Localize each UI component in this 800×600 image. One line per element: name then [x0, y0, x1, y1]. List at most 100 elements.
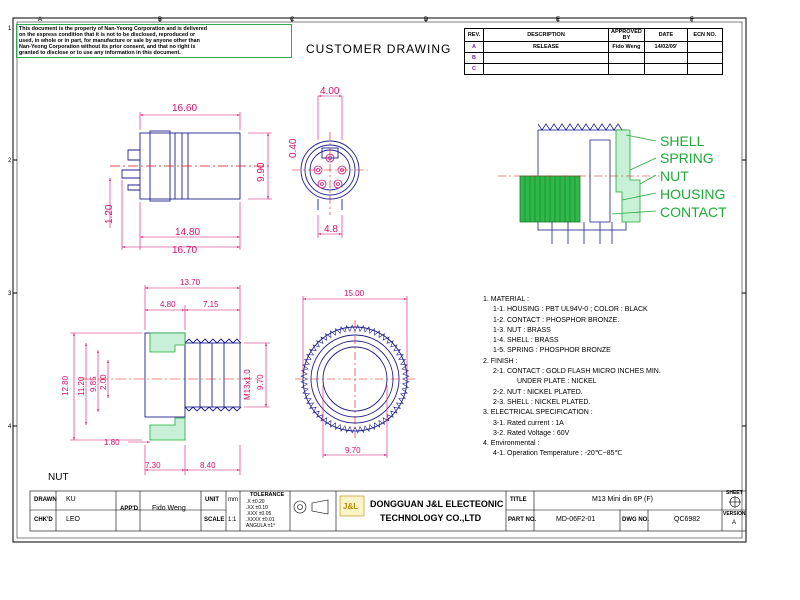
callout-housing: HOUSING [660, 186, 725, 202]
checked-label: CHK'D [34, 517, 53, 523]
company-logo-text: J&L [343, 502, 358, 511]
dim-nut-h1: 12.80 [61, 375, 70, 396]
dim-nut-b: 7.15 [203, 300, 219, 309]
unit-value: mm [228, 497, 238, 503]
approved-value: Fido Weng [152, 505, 186, 512]
title-value: M13 Mini din 6P (F) [592, 496, 653, 503]
title-label: TITLE [510, 497, 527, 503]
dim-nut-step: 1.80 [104, 438, 120, 447]
drawn-value: KU [66, 496, 76, 503]
grid-col-e: E [556, 17, 560, 23]
note-line: 1-3. NUT : BRASS [493, 326, 551, 334]
company-logo [339, 495, 365, 517]
dim-face-dia: 9.90 [256, 162, 267, 182]
dim-nut-h4: 2.00 [99, 374, 108, 390]
note-line: 1-1. HOUSING : PBT UL94V-0 ; COLOR : BLA… [493, 306, 648, 314]
dwg-no-label: DWG NO. [622, 517, 649, 523]
note-line: 3. ELECTRICAL SPECIFICATION : [483, 409, 593, 417]
version-value: A [732, 520, 737, 526]
rev-cell: B [464, 52, 484, 64]
ecn-cell [686, 63, 723, 75]
dim-face-pin: 0.40 [288, 138, 299, 158]
notice-line: Nan-Yeong Corporation without its prior … [19, 44, 196, 50]
revision-row: B [464, 52, 723, 64]
revision-header-row: REV. DESCRIPTION APPROVED BY DATE ECN NO… [464, 28, 723, 42]
round-dims [302, 296, 408, 458]
description-cell [483, 63, 609, 75]
confidentiality-notice: This document is the property of Nan-Yeo… [16, 24, 292, 58]
ecn-cell [686, 52, 723, 64]
date-header: DATE [643, 28, 688, 42]
approved-label: APP'D [120, 506, 139, 512]
notice-line: This document is the property of Nan-Yeo… [19, 26, 208, 32]
dim-nut-a: 4.80 [160, 300, 176, 309]
tolerance-row: .XX ±0.10 [246, 505, 268, 511]
revision-row: C [464, 63, 723, 75]
description-cell: RELEASE [483, 41, 609, 53]
nut-label: NUT [48, 472, 69, 483]
dim-nut-h5: 9.70 [256, 374, 265, 390]
dim-nut-h2: 11.20 [77, 376, 86, 396]
grid-columns: A B C D E F [38, 17, 694, 23]
grid-col-f: F [690, 17, 694, 23]
rev-cell: C [464, 63, 484, 75]
part-no-value: MD-06F2-01 [556, 516, 596, 523]
nut-section-fill-lower [149, 417, 186, 441]
dwg-no-value: QC6982 [674, 516, 701, 523]
rev-cell: A [464, 41, 484, 53]
tolerance-label: TOLERANCE [250, 492, 285, 498]
description-cell [483, 52, 609, 64]
dim-face-width: 4.00 [320, 86, 340, 97]
note-line: 3-1. Rated current : 1A [493, 419, 564, 427]
dim-round-dia: 15.00 [344, 289, 365, 298]
dim-nut-c: 7.30 [145, 461, 161, 470]
version-label: VERSION [723, 511, 746, 517]
note-line: 1-5. SPRING : PHOSPHOR BRONZE [493, 347, 611, 355]
side-view-dims [109, 112, 272, 250]
grid-col-a: A [38, 17, 42, 23]
checked-value: LEO [66, 516, 81, 523]
outer-frame [12, 17, 747, 543]
company-name-line2: TECHNOLOGY CO.,LTD [380, 513, 482, 523]
dim-nut-thread: M13x1.0 [243, 369, 252, 400]
callout-nut: NUT [660, 168, 689, 184]
grid-col-b: B [158, 17, 162, 23]
rev-header: REV. [464, 28, 484, 42]
ecn-cell [686, 41, 723, 53]
notice-line: on the express condition that it is not … [19, 32, 196, 38]
callout-shell: SHELL [660, 133, 705, 149]
approved-cell [608, 52, 645, 64]
dim-nut-total: 13.70 [180, 278, 201, 287]
section-view [498, 123, 660, 244]
description-header: DESCRIPTION [483, 28, 609, 42]
grid-row-1: 1 [8, 26, 12, 32]
dim-nut-h3: 9.85 [89, 376, 98, 392]
note-line: 3-2. Rated Voltage : 60V [493, 429, 570, 437]
dim-round-inner: 9.70 [345, 446, 361, 455]
dim-face-bottom: 4.8 [324, 224, 338, 235]
title-block-lines [29, 490, 747, 532]
grid-col-d: D [424, 17, 429, 23]
ecn-header: ECN NO. [686, 28, 723, 42]
tolerance-row: ANGULA ±1° [246, 523, 276, 529]
drawing-title: CUSTOMER DRAWING [306, 42, 452, 56]
note-line: 1. MATERIAL : [483, 296, 529, 303]
tolerance-row: .X ±0.20 [246, 499, 265, 505]
note-line: 4. Environmental : [483, 440, 540, 448]
nut-section-fill [149, 332, 186, 353]
approved-cell [608, 63, 645, 75]
dim-nut-d: 8.40 [200, 461, 216, 470]
sheet-label: SHEET [726, 490, 743, 496]
inner-frame [16, 21, 743, 539]
tolerance-row: .XXXX ±0.01 [246, 517, 275, 523]
drawn-label: DRAWN [34, 497, 57, 503]
material-notes: 1. MATERIAL : 1-1. HOUSING : PBT UL94V-0… [483, 295, 661, 460]
callout-leaders [611, 134, 657, 215]
nut-dims [70, 285, 270, 475]
callout-contact: CONTACT [660, 204, 727, 220]
dim-top-pin: 1.20 [104, 204, 115, 224]
revision-table: REV. DESCRIPTION APPROVED BY DATE ECN NO… [464, 28, 723, 75]
approved-header: APPROVED BY [608, 28, 645, 42]
grid-row-3: 3 [8, 291, 12, 297]
